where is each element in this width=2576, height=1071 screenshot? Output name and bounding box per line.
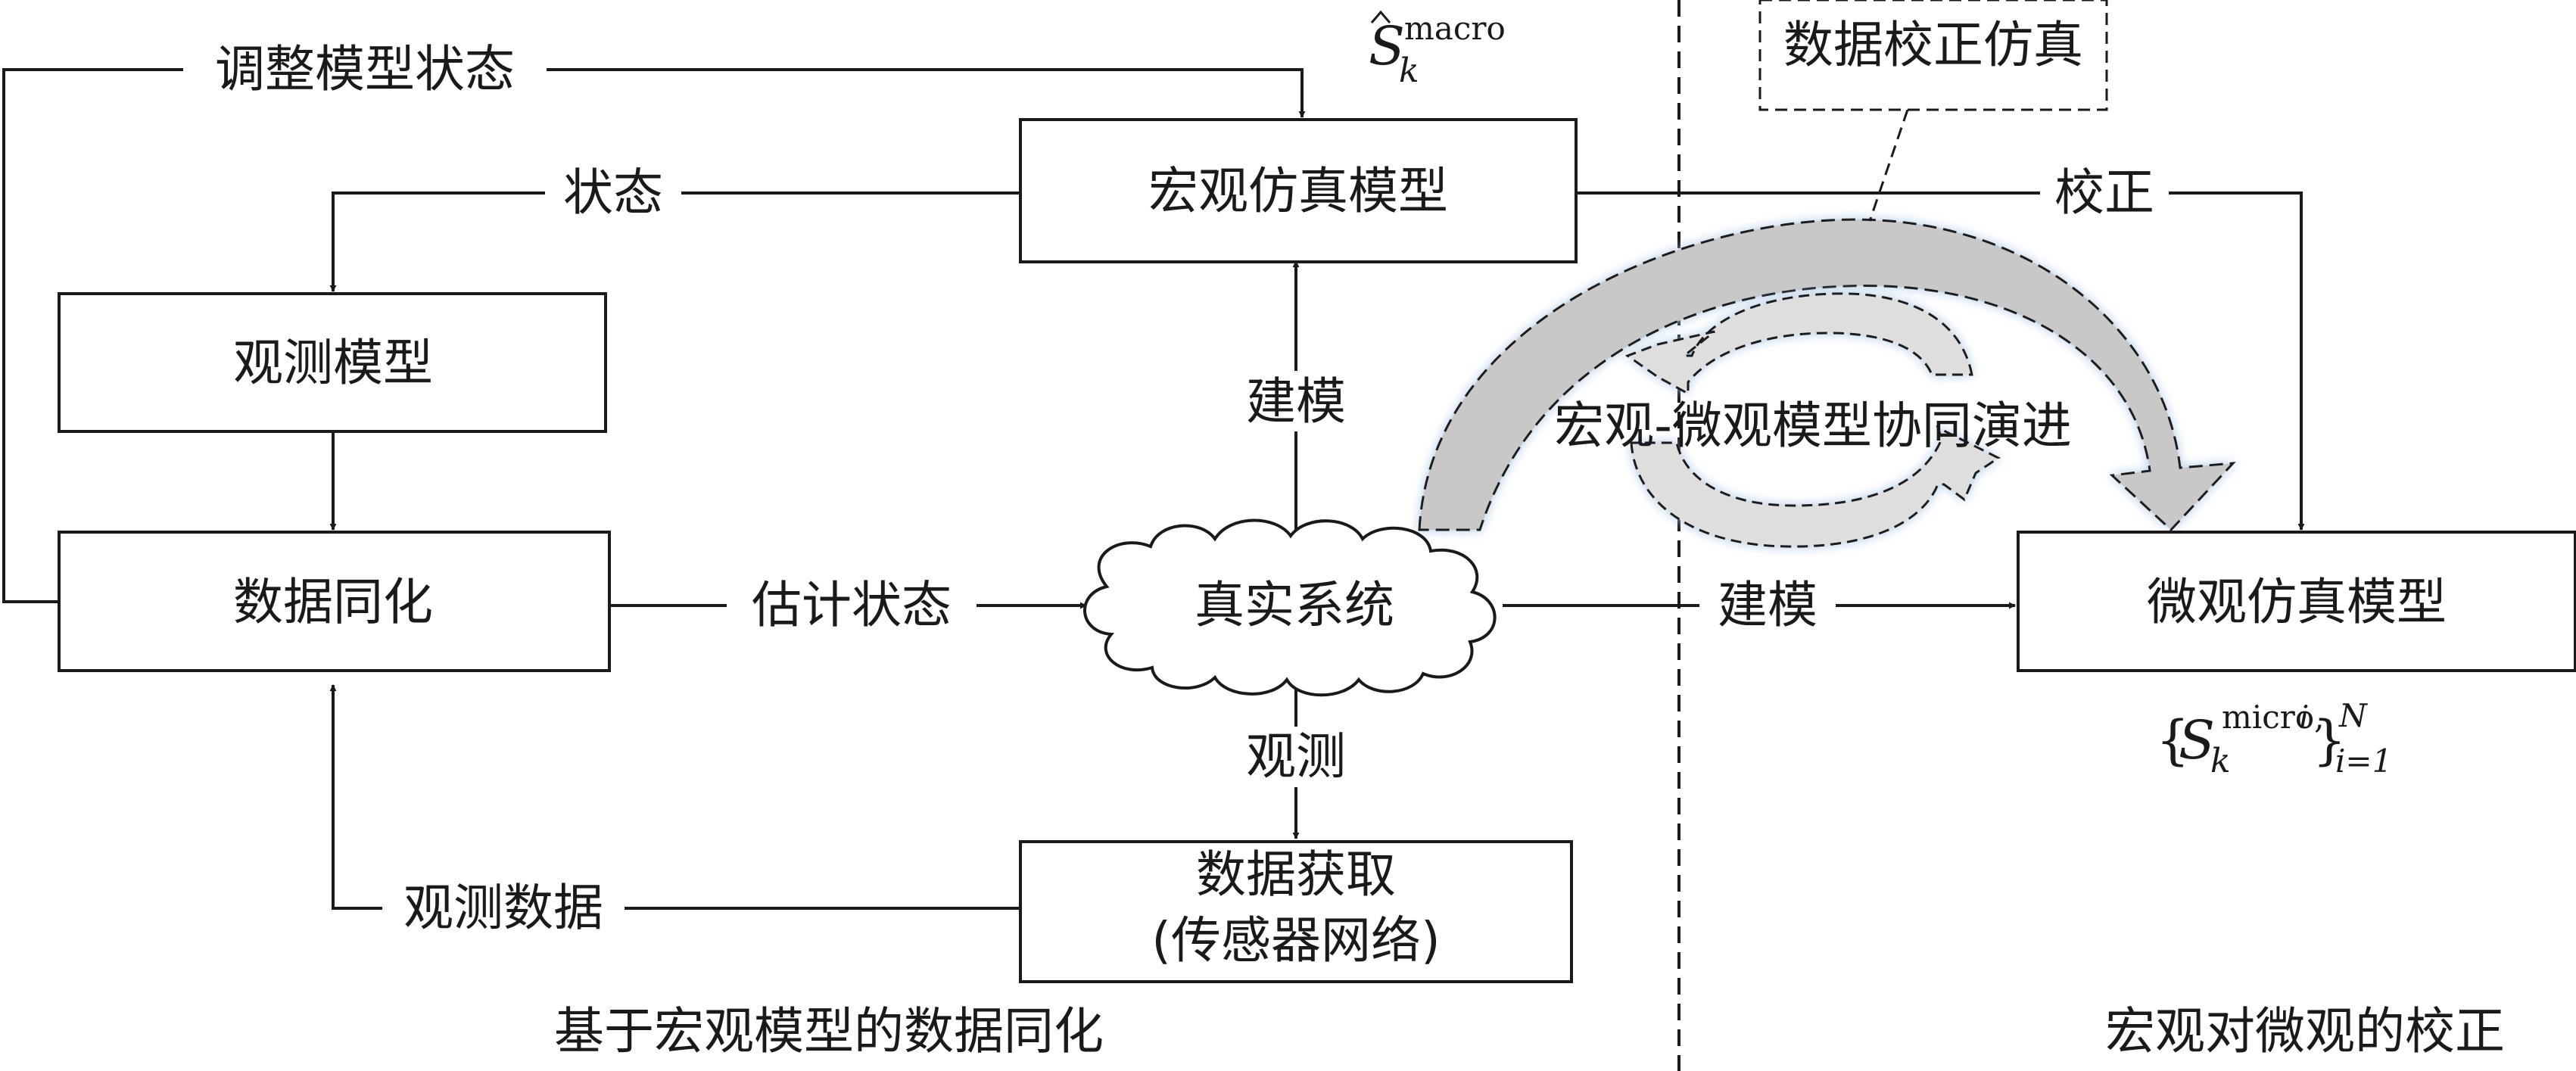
macro-state-S: S xyxy=(1369,15,1405,77)
real-system-label: 真实系统 xyxy=(1195,576,1394,634)
micro-brace-close: } xyxy=(2313,709,2347,771)
edge-correct xyxy=(1576,191,2305,531)
label-bg xyxy=(727,575,977,636)
co-evolution-label: 宏观-微观模型协同演进 xyxy=(1554,397,2072,455)
modeling-up-label: 建模 xyxy=(1246,372,1346,431)
obs-data-label: 观测数据 xyxy=(403,879,603,937)
micro-sim-box[interactable] xyxy=(2017,531,2576,672)
modeling-right-label: 建模 xyxy=(1718,576,1818,634)
correction-sim-label-box xyxy=(1758,0,2108,111)
micro-state-symbol: { S k micro, i } N i=1 xyxy=(2156,697,2392,780)
micro-state-sup: micro, xyxy=(2222,699,2325,736)
data-assim-label: 数据同化 xyxy=(233,573,433,631)
real-system-cloud[interactable] xyxy=(1083,518,1497,697)
coevolution-upper-arrow xyxy=(1624,292,1973,396)
micro-brace-open: { xyxy=(2156,709,2190,771)
right-section-caption: 宏观对微观的校正 xyxy=(2105,1002,2505,1060)
adjust-state-label: 调整模型状态 xyxy=(215,40,515,98)
edge-state xyxy=(329,191,1020,292)
label-bg xyxy=(1699,575,1836,636)
data-acq-label-line1: 数据获取 xyxy=(1196,845,1396,904)
label-bg xyxy=(545,163,681,223)
macro-sim-box[interactable] xyxy=(1019,118,1578,263)
macro-state-sub: k xyxy=(1399,51,1419,90)
coevolution-lower-arrow xyxy=(1630,425,2001,548)
micro-range-sup: N xyxy=(2338,697,2368,734)
label-bg xyxy=(382,878,625,939)
obs-model-label: 观测模型 xyxy=(233,334,433,392)
estimate-state-label: 估计状态 xyxy=(752,576,952,634)
micro-state-sup-i: i xyxy=(2299,699,2309,736)
label-bg xyxy=(183,39,547,100)
micro-sim-label: 微观仿真模型 xyxy=(2147,573,2447,631)
micro-range-sub: i=1 xyxy=(2335,743,2392,780)
correction-sim-label: 数据校正仿真 xyxy=(1783,16,2083,74)
label-bg xyxy=(1226,371,1366,431)
left-section-caption: 基于宏观模型的数据同化 xyxy=(554,1002,1104,1060)
macro-state-symbol: S k macro xyxy=(1369,10,1506,90)
data-acq-label-line2: (传感器网络) xyxy=(1151,911,1441,970)
correction-label-leader xyxy=(1868,109,1909,222)
state-label: 状态 xyxy=(563,163,663,222)
macro-state-sup: macro xyxy=(1404,10,1506,47)
edge-adjust-state xyxy=(2,68,1306,603)
hat-icon xyxy=(1370,10,1391,23)
edge-obs-data xyxy=(329,684,1020,910)
micro-state-S: S xyxy=(2179,709,2215,771)
label-bg xyxy=(2040,163,2169,223)
macro-sim-label: 宏观仿真模型 xyxy=(1148,162,1448,220)
correction-curved-arrow xyxy=(1418,218,2236,532)
correct-label: 校正 xyxy=(2054,163,2154,222)
data-assim-box[interactable] xyxy=(58,531,611,672)
label-bg xyxy=(1226,727,1366,787)
micro-state-sub: k xyxy=(2210,742,2231,780)
observe-label: 观测 xyxy=(1246,727,1346,786)
obs-model-box[interactable] xyxy=(58,292,607,433)
data-acq-box[interactable] xyxy=(1019,840,1573,983)
